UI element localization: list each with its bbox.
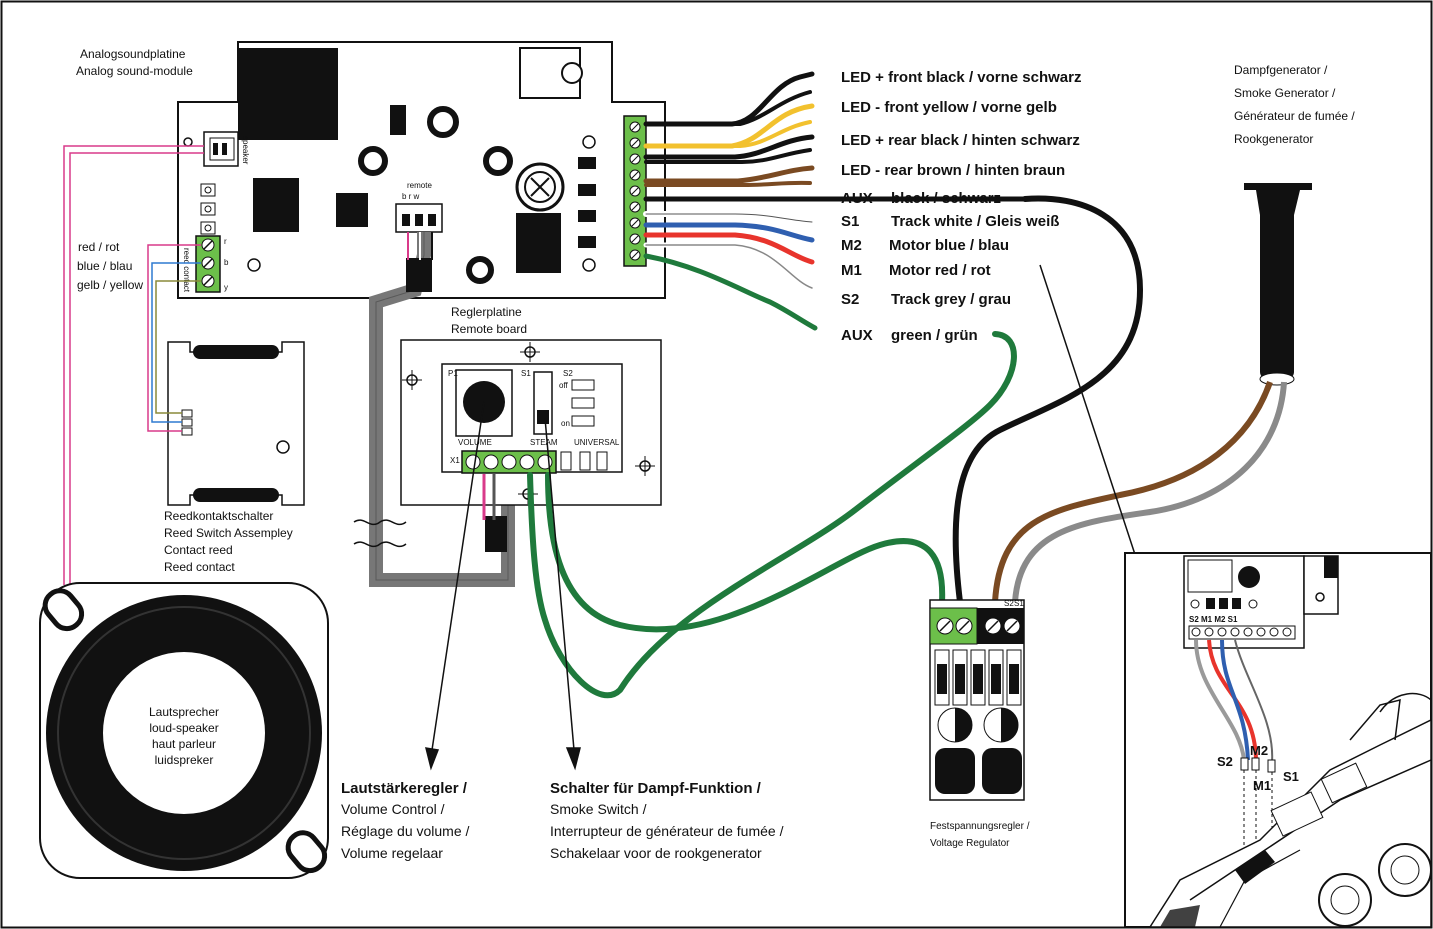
voltage-regulator: S2 S1 — [929, 599, 1025, 801]
smoke-label-1: Smoke Generator / — [1234, 86, 1336, 100]
wire-label-7: Motor red / rot — [889, 262, 991, 279]
smoke-wire-grey — [1012, 381, 1287, 603]
remote-p1: P1 — [448, 369, 458, 378]
remote-volume-label: VOLUME — [458, 438, 492, 447]
inset-tag-s1: S1 — [1283, 769, 1299, 784]
remote-steam-label: STEAM — [530, 438, 558, 447]
wire-label-0: LED + front black / vorne schwarz — [841, 69, 1081, 86]
reed-wire-red-line — [147, 244, 201, 432]
speaker-wire-1 — [63, 145, 204, 585]
loud-speaker — [39, 582, 329, 879]
wire-code-8: S2 — [841, 291, 859, 308]
main-wire-harness — [527, 71, 1144, 699]
speaker-label-1: loud-speaker — [149, 721, 218, 735]
terminal-strip-screws — [629, 121, 641, 261]
remote-board-title-de: Reglerplatine — [451, 305, 522, 319]
volume-control-line-0: Volume Control / — [341, 801, 445, 817]
volume-control-line-2: Volume regelaar — [341, 845, 443, 861]
module-title-de: Analogsoundplatine — [80, 47, 186, 61]
reed-caption-2: Contact reed — [164, 543, 233, 557]
wire-label-2: LED + rear black / hinten schwarz — [841, 132, 1080, 149]
remote-on: on — [561, 419, 570, 428]
remote-board: Reglerplatine Remote board P1 S1 S2 off … — [400, 305, 662, 552]
sound-module: Analogsoundplatine Analog sound-module s… — [76, 41, 666, 299]
wire-labels: LED + front black / vorne schwarz LED - … — [841, 69, 1081, 344]
reed-caption-0: Reedkontaktschalter — [164, 509, 273, 523]
inset-tag-m1: M1 — [1253, 778, 1271, 793]
smoke-label-0: Dampfgenerator / — [1234, 63, 1328, 77]
reed-wire-yellow-line — [155, 280, 201, 414]
wire-label-1: LED - front yellow / vorne gelb — [841, 99, 1057, 116]
smoke-label-2: Générateur de fumée / — [1234, 109, 1355, 123]
reed-wire-blue-line — [151, 262, 201, 423]
remote-board-title-en: Remote board — [451, 322, 527, 336]
reed-contact-terminal-label: reed contact — [182, 248, 191, 293]
regulator-pin-s1: S1 — [1014, 599, 1024, 608]
speaker-label-0: Lautsprecher — [149, 705, 219, 719]
reed-pin-y: y — [224, 283, 228, 292]
remote-s2: S2 — [563, 369, 573, 378]
smoke-switch-line-2: Schakelaar voor de rookgenerator — [550, 845, 762, 861]
smoke-switch-line-0: Smoke Switch / — [550, 801, 647, 817]
reed-wire-red: red / rot — [78, 240, 120, 254]
speaker-label-2: haut parleur — [152, 737, 216, 751]
regulator-caption-1: Voltage Regulator — [930, 838, 1010, 849]
wire-label-5: Track white / Gleis weiß — [891, 213, 1059, 230]
volume-control-title: Lautstärkeregler / — [341, 780, 468, 797]
speaker-connector-label: speaker — [241, 136, 250, 165]
inset-tag-s2: S2 — [1217, 754, 1233, 769]
reed-pin-r: r — [224, 237, 227, 246]
smoke-wire-brown — [992, 381, 1273, 603]
remote-x1: X1 — [450, 456, 460, 465]
remote-connector-label: remote — [407, 181, 432, 190]
inset-header-pins: S2 M1 M2 S1 — [1189, 615, 1238, 624]
wire-label-6: Motor blue / blau — [889, 237, 1009, 254]
regulator-caption-0: Festspannungsregler / — [930, 821, 1030, 832]
volume-control-line-1: Réglage du volume / — [341, 823, 470, 839]
inset-tag-m2: M2 — [1250, 743, 1268, 758]
wire-code-6: M2 — [841, 237, 862, 254]
remote-cable — [369, 232, 515, 587]
wire-label-8: Track grey / grau — [891, 291, 1011, 308]
wire-label-4: black / schwarz — [891, 190, 1001, 207]
reed-caption-3: Reed contact — [164, 560, 235, 574]
smoke-switch-line-1: Interrupteur de générateur de fumée / — [550, 823, 784, 839]
speaker-wire-2 — [69, 152, 204, 585]
remote-universal-label: UNIVERSAL — [574, 438, 620, 447]
remote-pin-labels: b r w — [402, 192, 420, 201]
speaker-label-3: luidspreker — [155, 753, 214, 767]
smoke-generator — [1244, 183, 1312, 386]
reed-wire-yellow: gelb / yellow — [77, 278, 143, 292]
smoke-switch-title: Schalter für Dampf-Funktion / — [550, 780, 762, 797]
wire-label-9: green / grün — [891, 327, 978, 344]
wire-label-3: LED - rear brown / hinten braun — [841, 162, 1065, 179]
remote-off: off — [559, 381, 569, 390]
reed-switch — [167, 341, 305, 506]
reed-pin-b: b — [224, 258, 229, 267]
smoke-label-3: Rookgenerator — [1234, 132, 1313, 146]
regulator-pin-s2: S2 — [1004, 599, 1014, 608]
module-title-en: Analog sound-module — [76, 64, 193, 78]
reed-wire-blue: blue / blau — [77, 259, 132, 273]
loco-inset: S2 M1 M2 S1 S2 M2 M1 S1 — [1124, 552, 1432, 928]
wire-code-5: S1 — [841, 213, 859, 230]
wire-code-7: M1 — [841, 262, 862, 279]
remote-s1: S1 — [521, 369, 531, 378]
reed-caption-1: Reed Switch Assempley — [164, 526, 293, 540]
wire-code-4: AUX — [841, 190, 873, 207]
wire-code-9: AUX — [841, 327, 873, 344]
